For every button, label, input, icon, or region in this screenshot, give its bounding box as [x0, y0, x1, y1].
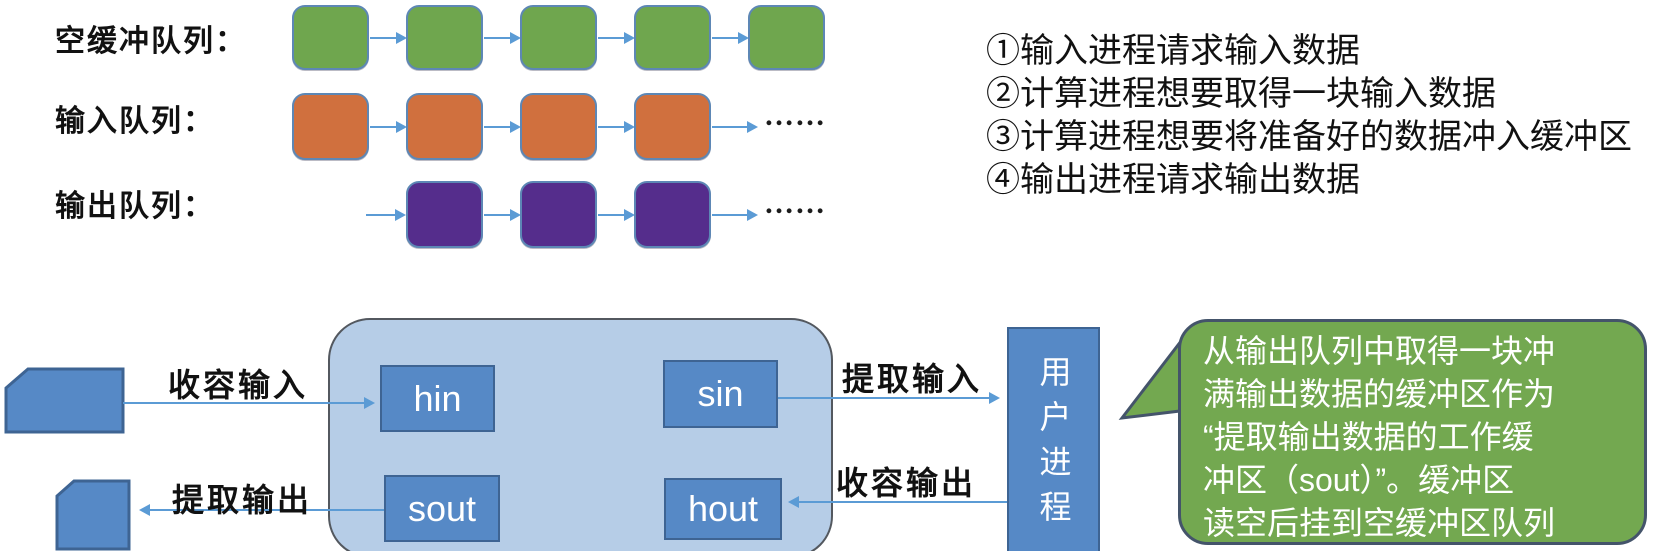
output-queue-label: 输出队列：	[55, 190, 215, 223]
queue-node-empty-buffer-2	[406, 5, 483, 70]
queue-link-arrow	[370, 31, 407, 44]
note-line-2: ②计算进程想要取得一块输入数据	[986, 76, 1496, 113]
output-queue-row: ……	[0, 181, 900, 248]
numbered-notes: ①输入进程请求输入数据 ②计算进程想要取得一块输入数据 ③计算进程想要将准备好的…	[986, 30, 1671, 202]
user-process-box: 用户进程	[1007, 327, 1100, 551]
queue-node-input-2	[406, 93, 483, 160]
queue-link-arrow	[484, 208, 521, 221]
empty-buffer-queue-row	[0, 5, 900, 70]
queue-node-input-4	[634, 93, 711, 160]
queue-node-empty-buffer-4	[634, 5, 711, 70]
note-line-1: ①输入进程请求输入数据	[986, 33, 1360, 70]
hin-buffer-box: hin	[380, 365, 495, 432]
queue-link-arrow	[484, 31, 521, 44]
callout-text: 从输出队列中取得一块冲 满输出数据的缓冲区作为 “提取输出数据的工作缓 冲区（s…	[1203, 333, 1556, 541]
sout-buffer-box: sout	[384, 475, 500, 542]
output-device-shape	[55, 479, 131, 551]
fetch-output-arrow	[139, 504, 384, 516]
fetch-input-arrow	[778, 392, 1000, 404]
input-queue-label: 输入队列：	[55, 105, 215, 138]
fetch-output-label: 提取输出	[172, 482, 313, 518]
queue-node-empty-buffer-3	[520, 5, 597, 70]
queue-link-arrow	[598, 120, 635, 133]
queue-link-arrow	[712, 208, 758, 221]
queue-ellipsis: ……	[764, 187, 826, 220]
hout-buffer-box: hout	[664, 478, 782, 540]
queue-link-arrow	[366, 208, 406, 221]
queue-link-arrow	[598, 31, 635, 44]
queue-link-arrow	[598, 208, 635, 221]
note-line-3: ③计算进程想要将准备好的数据冲入缓冲区	[986, 119, 1632, 156]
input-device-shape	[4, 367, 125, 434]
queue-node-empty-buffer-1	[292, 5, 369, 70]
queue-node-output-1	[406, 181, 483, 248]
store-input-label: 收容输入	[168, 367, 309, 403]
queue-node-output-2	[520, 181, 597, 248]
queue-node-input-3	[520, 93, 597, 160]
queue-link-arrow	[370, 120, 407, 133]
queue-link-arrow	[712, 31, 749, 44]
input-queue-row: ……	[0, 93, 900, 160]
queue-node-empty-buffer-5	[748, 5, 825, 70]
fetch-input-label: 提取输入	[842, 361, 983, 397]
queue-link-arrow	[712, 120, 758, 133]
queue-ellipsis: ……	[764, 99, 826, 132]
callout-bubble: 从输出队列中取得一块冲 满输出数据的缓冲区作为 “提取输出数据的工作缓 冲区（s…	[1178, 319, 1647, 545]
queue-node-input-1	[292, 93, 369, 160]
store-output-label: 收容输出	[836, 465, 977, 501]
store-input-arrow	[123, 397, 375, 409]
empty-buffer-queue-label: 空缓冲队列：	[55, 25, 247, 58]
queue-node-output-3	[634, 181, 711, 248]
queue-link-arrow	[484, 120, 521, 133]
sin-buffer-box: sin	[663, 360, 778, 428]
store-output-arrow	[788, 496, 1007, 508]
note-line-4: ④输出进程请求输出数据	[986, 162, 1360, 199]
user-process-label: 用户进程	[1035, 355, 1072, 535]
